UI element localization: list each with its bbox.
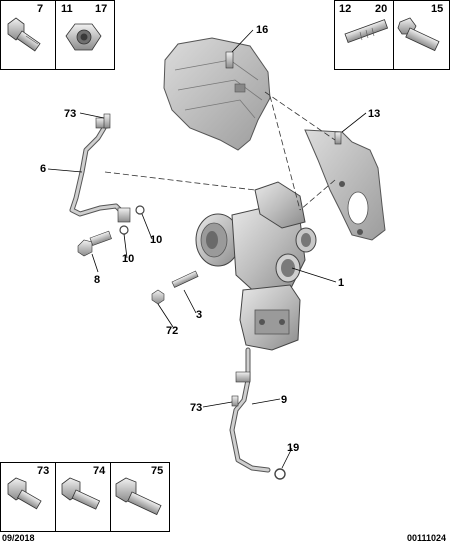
washer-10-icon: [135, 205, 145, 215]
washer-10b-icon: [119, 225, 129, 235]
nut-72-icon: [151, 289, 165, 305]
callout-13: 13: [368, 108, 380, 120]
leader-lines: [47, 29, 367, 469]
box-label-73: 73: [37, 465, 50, 477]
callout-10-lower: 10: [122, 253, 134, 265]
callout-16: 16: [256, 24, 268, 36]
box-label-17: 17: [95, 3, 108, 15]
bolt-73-icon: [7, 477, 42, 510]
callout-73-lower: 73: [190, 402, 202, 414]
box-label-15: 15: [431, 3, 444, 15]
bracket-bolt-icon: [334, 131, 342, 145]
box-label-74: 74: [93, 465, 106, 477]
stud-3-icon: [171, 270, 199, 288]
box-label-7: 7: [37, 3, 44, 15]
stud-12-20-icon: [344, 19, 389, 43]
callout-8: 8: [94, 274, 100, 286]
nut-11-17-icon: [65, 23, 102, 51]
bolt-74-icon: [61, 477, 101, 510]
part-box-11-17: [55, 0, 115, 70]
diagram-reference: 00111024: [406, 533, 446, 543]
callout-72: 72: [166, 325, 178, 337]
box-label-20: 20: [375, 3, 388, 15]
shield-bolt-icon: [225, 51, 234, 69]
callout-1: 1: [338, 277, 344, 289]
callout-10-right: 10: [150, 234, 162, 246]
bolt-73b-icon: [231, 395, 239, 407]
diagram-date: 09/2018: [2, 533, 35, 543]
bracket-13: [304, 129, 386, 241]
callout-73-top: 73: [64, 108, 76, 120]
heat-shield-16: [163, 37, 271, 151]
callout-19: 19: [287, 442, 299, 454]
oil-feed-pipe-6: [69, 117, 131, 223]
bolt-15-icon: [397, 17, 440, 52]
seal-19-icon: [274, 468, 286, 480]
box-label-12: 12: [339, 3, 352, 15]
callout-9: 9: [281, 394, 287, 406]
oil-return-pipe-9: [229, 347, 271, 473]
callout-3: 3: [196, 309, 202, 321]
box-label-11: 11: [61, 3, 73, 15]
turbocharger-1: [195, 181, 317, 351]
bolt-75-icon: [115, 477, 162, 516]
box-label-75: 75: [151, 465, 164, 477]
bolt-7-icon: [7, 17, 41, 52]
banjo-bolt-8-icon: [77, 230, 112, 257]
assembly-dashed-lines: [104, 91, 336, 211]
part-box-75: [110, 462, 170, 532]
banjo-bolt-73-icon: [103, 113, 111, 129]
callout-6: 6: [40, 163, 46, 175]
